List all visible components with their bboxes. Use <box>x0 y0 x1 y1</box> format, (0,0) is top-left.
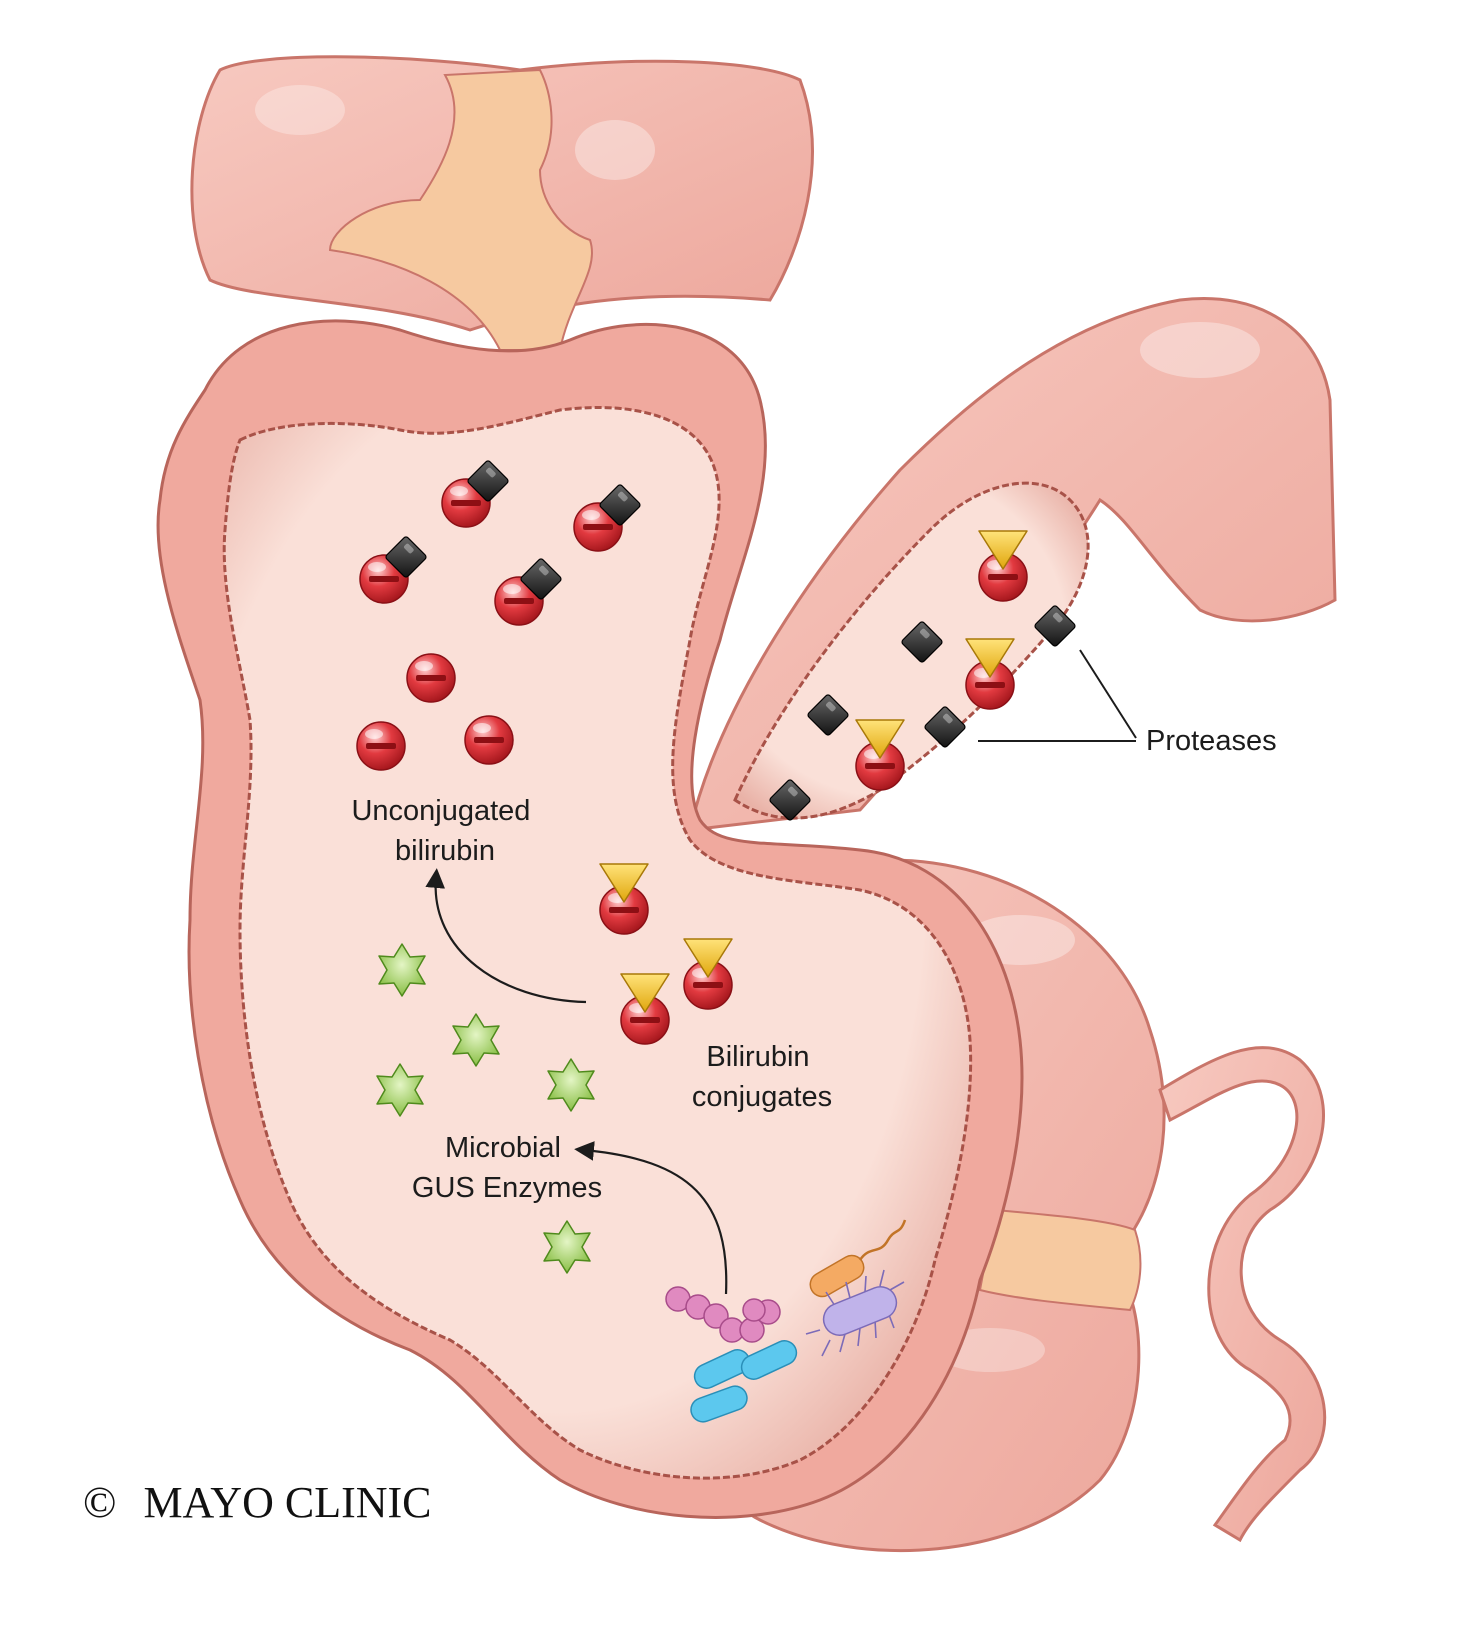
gus-enzymes-label: Microbial GUS Enzymes <box>412 1132 602 1204</box>
gus-secretion-arrow <box>574 1141 728 1295</box>
unconjugated-bilirubin-icon <box>464 715 514 765</box>
unconjugated-bilirubin-label: Unconjugated bilirubin <box>351 795 538 867</box>
diagram-labels: Unconjugated bilirubin Bilirubin conjuga… <box>351 725 1276 1204</box>
bacteria-icon <box>805 1269 905 1357</box>
svg-text:© MAYO CLINIC: © MAYO CLINIC <box>83 1478 432 1527</box>
bacteria-icon <box>665 1286 781 1343</box>
gus-line2: GUS Enzymes <box>412 1172 602 1204</box>
conjugates-line1: Bilirubin <box>706 1041 809 1073</box>
bilirubin-conjugate-icon <box>599 863 649 935</box>
copyright-symbol: © <box>83 1478 116 1527</box>
bilirubin-conjugate-icon <box>978 530 1028 602</box>
unconjugated-bilirubin-icon <box>406 653 456 703</box>
bilirubin-conjugate-icon <box>855 719 905 791</box>
bilirubin-conjugate-icon <box>965 638 1015 710</box>
gus-line1: Microbial <box>445 1132 561 1164</box>
arrows <box>425 649 1137 1295</box>
bacteria-icon <box>809 1219 907 1298</box>
bacteria-icon <box>690 1340 798 1423</box>
deconjugation-arrow <box>425 868 587 1004</box>
bilirubin-conjugate-icon <box>683 938 733 1010</box>
bilirubin-conjugates-label: Bilirubin conjugates <box>692 1041 832 1113</box>
protease-leader-line <box>1079 649 1137 739</box>
bilirubin-conjugate-icon <box>620 973 670 1045</box>
credit-name: MAYO CLINIC <box>143 1478 431 1527</box>
conjugates-line2: conjugates <box>692 1081 832 1113</box>
copyright-credit: © MAYO CLINIC <box>83 1478 432 1527</box>
unconjugated-line2: bilirubin <box>395 835 495 867</box>
proteases-label: Proteases <box>1146 725 1277 757</box>
bacteria-group <box>665 1219 907 1423</box>
unconjugated-line1: Unconjugated <box>351 795 530 827</box>
unconjugated-bilirubin-icon <box>356 721 406 771</box>
